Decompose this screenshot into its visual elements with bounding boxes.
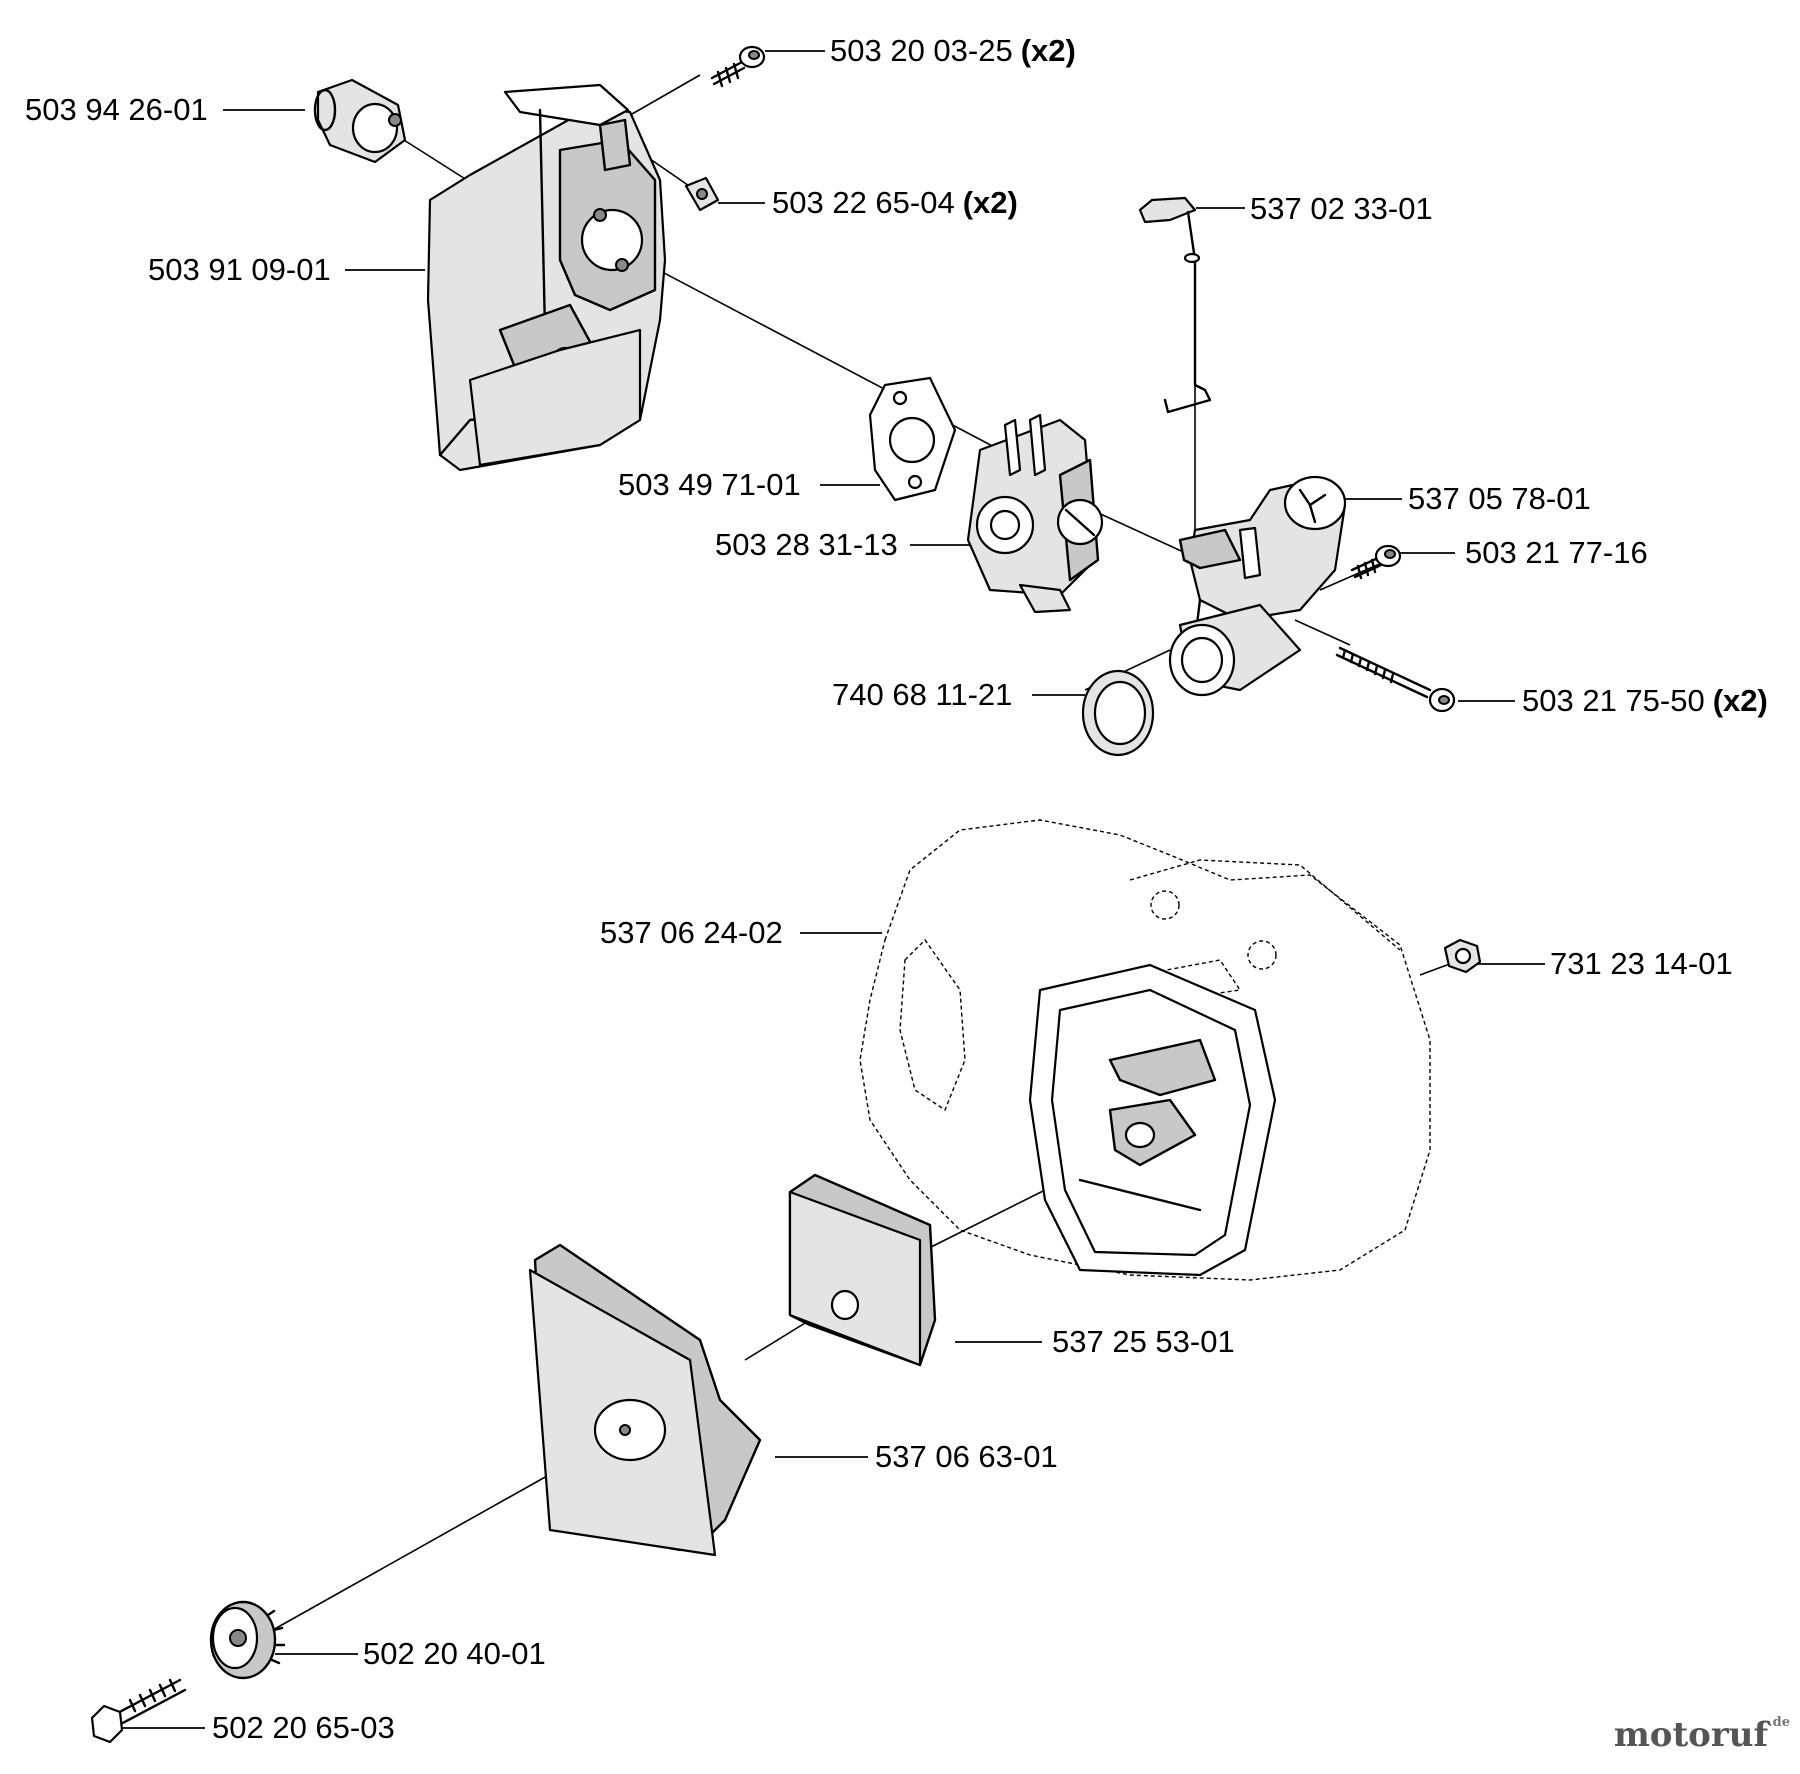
housing-537-06-24-02	[859, 819, 1431, 1281]
part-label-740-68-11-21: 740 68 11-21	[832, 677, 1012, 713]
part-label-731-23-14-01: 731 23 14-01	[1550, 946, 1733, 982]
intake-pipe	[1168, 603, 1302, 697]
part-label-503-21-77-16: 503 21 77-16	[1465, 535, 1648, 571]
part-number: 731 23 14-01	[1550, 946, 1733, 981]
part-label-537-02-33-01: 537 02 33-01	[1250, 191, 1433, 227]
part-number: 503 21 75-50	[1522, 683, 1705, 718]
carburetor-503-28-31-13	[966, 413, 1104, 614]
watermark-tld: .de	[1768, 1715, 1790, 1730]
ring-740-68-11-21	[1081, 669, 1155, 757]
part-label-503-22-65-04: 503 22 65-04(x2)	[772, 185, 1018, 221]
link-rod-537-02-33-01	[1138, 196, 1212, 414]
part-number: 503 28 31-13	[715, 527, 898, 562]
part-number: 503 22 65-04	[772, 185, 955, 220]
part-number: 537 02 33-01	[1250, 191, 1433, 226]
part-number: 503 20 03-25	[830, 33, 1013, 68]
part-number: 537 05 78-01	[1408, 481, 1591, 516]
part-label-502-20-40-01: 502 20 40-01	[363, 1636, 546, 1672]
part-label-503-20-03-25: 503 20 03-25(x2)	[830, 33, 1076, 69]
part-number: 502 20 40-01	[363, 1636, 546, 1671]
screw-503-20-03-25	[710, 45, 766, 88]
watermark-brand: motoruf	[1613, 1715, 1769, 1755]
housing-frame	[1028, 963, 1277, 1277]
filter-537-25-53-01	[788, 1173, 937, 1367]
part-label-503-94-26-01: 503 94 26-01	[25, 92, 208, 128]
screw-503-21-77-16	[1350, 544, 1402, 580]
part-number: 537 25 53-01	[1052, 1324, 1235, 1359]
screw-503-21-75-50	[1335, 646, 1456, 713]
part-label-503-91-09-01: 503 91 09-01	[148, 252, 331, 288]
part-number: 503 91 09-01	[148, 252, 331, 287]
part-label-503-49-71-01: 503 49 71-01	[618, 467, 801, 503]
part-label-537-06-63-01: 537 06 63-01	[875, 1439, 1058, 1475]
boot-503-94-26-01	[313, 78, 407, 164]
filter-housing-503-91-09-01	[426, 83, 667, 472]
part-qty: (x2)	[962, 185, 1018, 220]
part-label-537-25-53-01: 537 25 53-01	[1052, 1324, 1235, 1360]
part-number: 537 06 63-01	[875, 1439, 1058, 1474]
bolt-502-20-65-03	[90, 1678, 187, 1744]
gasket-503-49-71-01	[868, 376, 957, 502]
part-label-503-28-31-13: 503 28 31-13	[715, 527, 898, 563]
part-label-537-06-24-02: 537 06 24-02	[600, 915, 783, 951]
part-number: 502 20 65-03	[212, 1710, 395, 1745]
part-number: 740 68 11-21	[832, 677, 1013, 712]
cover-537-06-63-01	[528, 1243, 762, 1557]
part-label-502-20-65-03: 502 20 65-03	[212, 1710, 395, 1746]
nut-731-23-14-01	[1443, 938, 1482, 974]
part-number: 503 94 26-01	[25, 92, 208, 127]
part-qty: (x2)	[1712, 683, 1768, 718]
part-number: 537 06 24-02	[600, 915, 783, 950]
nut-plate-503-22-65-04	[684, 176, 720, 212]
part-label-537-05-78-01: 537 05 78-01	[1408, 481, 1591, 517]
part-number: 503 21 77-16	[1465, 535, 1648, 570]
adapter-537-05-78-01	[1178, 475, 1347, 642]
part-qty: (x2)	[1020, 33, 1076, 68]
part-label-503-21-75-50: 503 21 75-50(x2)	[1522, 683, 1768, 719]
part-number: 503 49 71-01	[618, 467, 801, 502]
leader-lines	[115, 50, 1545, 1729]
knob-502-20-40-01	[209, 1600, 286, 1680]
watermark-logo: motoruf.de	[1614, 1715, 1790, 1755]
